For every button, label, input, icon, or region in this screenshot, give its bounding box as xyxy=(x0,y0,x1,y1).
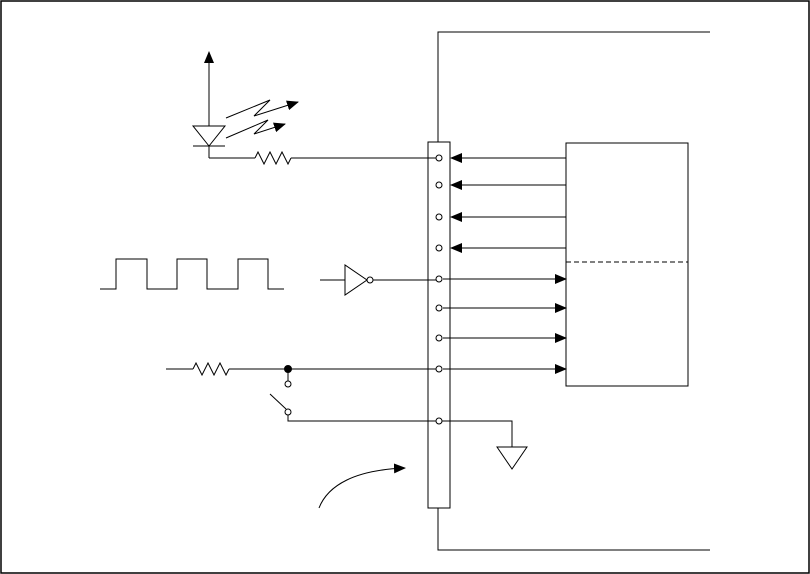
led-resistor-icon xyxy=(255,152,291,164)
emission-arrow-1 xyxy=(226,100,298,118)
square-wave-signal xyxy=(100,259,284,289)
output-lines xyxy=(443,279,566,369)
led-circuit xyxy=(193,52,436,164)
callout-arrow xyxy=(319,468,405,508)
inverter-circuit xyxy=(320,265,436,295)
connector-strip xyxy=(428,142,450,508)
device-enclosure-bottom xyxy=(438,508,710,550)
ground-wire xyxy=(442,421,512,447)
pin-5 xyxy=(436,276,442,282)
led-icon xyxy=(193,126,225,146)
device-enclosure xyxy=(438,32,710,142)
pin-6 xyxy=(436,305,442,311)
switch-circuit xyxy=(166,363,527,469)
pin-1 xyxy=(436,155,442,161)
emission-arrow-2 xyxy=(226,120,285,138)
pin-3 xyxy=(436,214,442,220)
pin-7 xyxy=(436,335,442,341)
inverter-bubble xyxy=(367,277,373,283)
pin-8 xyxy=(436,366,442,372)
inverter-icon xyxy=(345,265,367,295)
pin-9 xyxy=(436,418,442,424)
switch-contact-bottom xyxy=(285,409,291,415)
switch-contact-top xyxy=(285,381,291,387)
digital-io-block xyxy=(566,143,688,386)
switch-resistor-icon xyxy=(193,363,229,375)
ground-icon xyxy=(497,447,527,469)
input-lines xyxy=(451,158,566,248)
switch-ground-wire xyxy=(288,415,436,421)
pin-4 xyxy=(436,245,442,251)
pin-2 xyxy=(436,182,442,188)
switch-icon xyxy=(270,394,286,409)
